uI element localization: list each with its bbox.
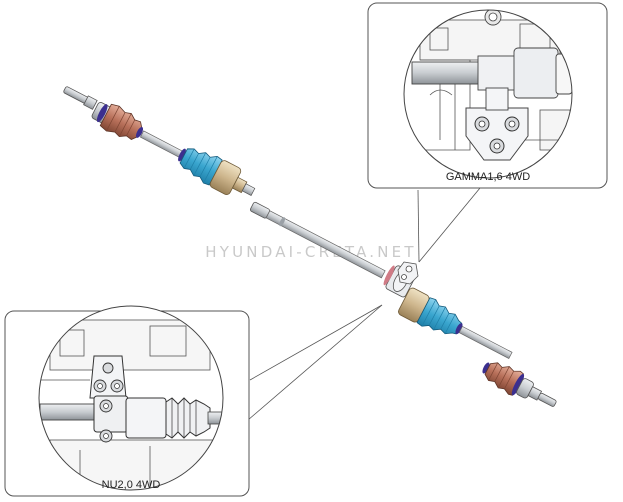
bolt-icon: [489, 138, 505, 154]
watermark-text: HYUNDAI-CRETA.NET: [205, 243, 416, 261]
right-outer-drive-shaft: [398, 287, 557, 407]
left-outer-drive-shaft: [63, 86, 256, 196]
callout-nu-label: NU2,0 4WD: [102, 479, 161, 491]
callout-nu: NU2,0 4WD: [4, 305, 250, 497]
bolt-icon: [99, 429, 113, 443]
bolt-icon: [110, 379, 124, 393]
callout-gamma: GAMMA1,6 4WD: [367, 2, 608, 189]
bolt-icon: [474, 116, 490, 132]
bolt-icon: [102, 362, 114, 374]
center-bearing-shaft: [249, 201, 419, 298]
bolt-icon: [99, 399, 113, 413]
bolt-icon: [93, 379, 107, 393]
callout-gamma-label: GAMMA1,6 4WD: [446, 171, 530, 183]
leader-lines: [247, 187, 481, 421]
bolt-icon: [504, 116, 520, 132]
callout-nu-detail: [39, 306, 223, 490]
bracket-mount: [397, 261, 419, 285]
